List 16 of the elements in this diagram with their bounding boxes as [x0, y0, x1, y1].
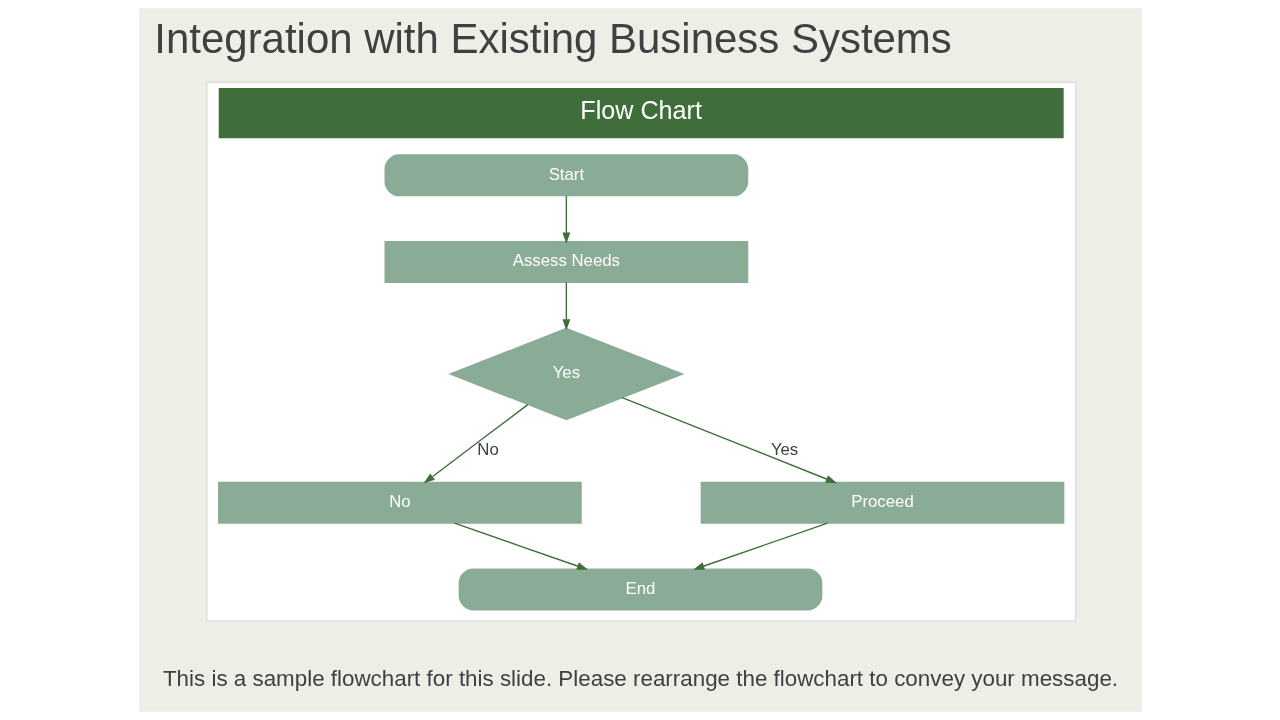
diagram-title: Integration with Existing Business Systems	[153, 14, 952, 62]
caption: This is a sample flowchart for this slide. Please rearrange the flowchart to convey your message.	[162, 666, 1118, 692]
arrow	[561, 281, 570, 331]
node-box: Start	[384, 154, 748, 197]
node-diamond: Yes	[447, 327, 684, 421]
arrow	[561, 195, 570, 244]
arrow	[453, 522, 588, 570]
arrow	[620, 396, 837, 484]
node-box: End	[458, 568, 822, 611]
node-box: Proceed	[700, 481, 1064, 524]
node-box: No	[217, 481, 582, 524]
edge-label: No	[476, 440, 499, 460]
edge-label: Yes	[770, 440, 798, 460]
arrow	[692, 522, 828, 570]
arrow	[423, 403, 528, 484]
node-box: Assess Needs	[384, 241, 748, 284]
